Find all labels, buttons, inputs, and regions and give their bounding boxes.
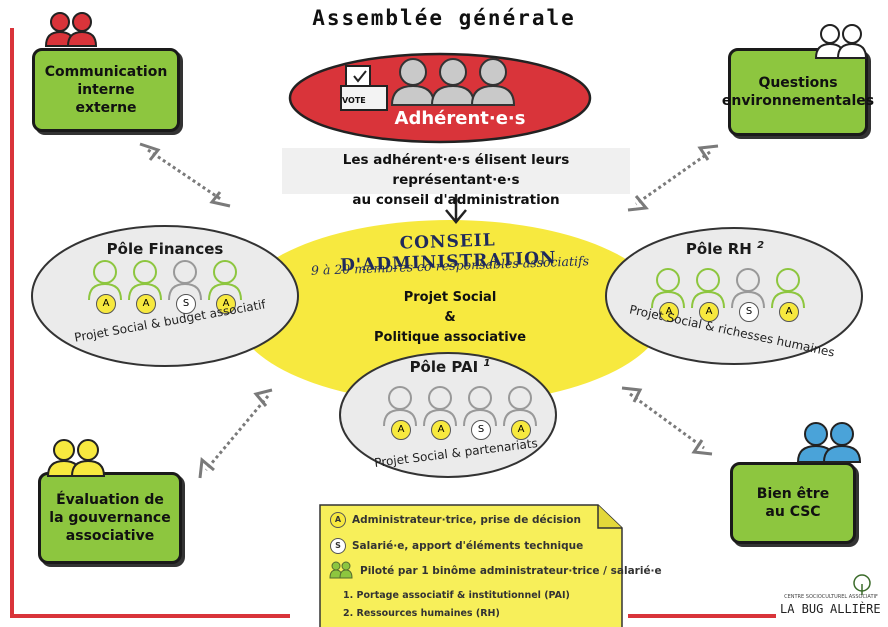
center-line-2: & [444,310,456,325]
bienetre-box: Bien être au CSC [730,462,856,544]
pai-badges: A A S A [391,420,551,442]
down-arrow [445,192,467,224]
questions-box: Questions environnementales [722,48,874,136]
admin-badge-icon: A [391,420,411,440]
communication-line-3: externe [75,100,137,116]
legend-note-2: 2. Ressources humaines (RH) [343,608,500,619]
tree-icon [853,574,871,595]
pole-pai-superscript: 1 [483,358,491,369]
legend-binome-text: Piloté par 1 binôme administrateur·trice… [360,565,662,577]
page-title: Assemblée générale [312,6,576,30]
frame-left-line [10,28,14,618]
blue-people-icon [796,422,862,463]
legend-binome: Piloté par 1 binôme administrateur·trice… [360,565,662,577]
questions-line-2: environnementales [721,93,875,109]
logo-top-text: CENTRE SOCIOCULTUREL ASSOCIATIF [784,594,878,600]
evaluation-line-1: Évaluation de [56,492,164,508]
conseil-ellipse [235,220,665,404]
pole-pai-title-text: Pôle PAI [409,358,479,376]
vote-label: VOTE [342,96,366,105]
yellow-people-icon [46,439,106,477]
admin-badge-icon: A [136,294,156,314]
salarie-badge-icon: S [739,302,759,322]
election-line-1: Les adhérent·e·s élisent leurs représent… [342,152,570,188]
admin-badge-icon: A [699,302,719,322]
adherents-label: Adhérent·e·s [394,108,526,129]
evaluation-line-2: la gouvernance [49,510,171,526]
frame-bottom-line-right [628,614,776,618]
admin-badge-icon: A [431,420,451,440]
pole-finances-ellipse [31,225,299,367]
communication-line-1: Communication [44,64,168,80]
pole-pai-ellipse [339,352,557,478]
dashed-arrows [139,142,719,479]
communication-line-2: interne [77,82,135,98]
pai-people-icon [383,386,537,427]
legend-note [319,504,623,627]
rh-badges: A A S A [659,302,819,324]
salarie-badge-icon: S [330,538,346,554]
finances-badges: A A S A [96,294,256,316]
election-line-2: au conseil d'administration [352,192,560,208]
legend-admin: A Administrateur·trice, prise de décisio… [330,512,581,528]
pole-finances-title: Pôle Finances [106,240,224,258]
pole-rh-title-text: Pôle RH [685,240,752,258]
pole-rh-title: Pôle RH 2 [680,240,770,258]
logo: CENTRE SOCIOCULTUREL ASSOCIATIF LA BUG A… [778,574,884,622]
communication-box: Communication interne externe [32,48,180,132]
election-text: Les adhérent·e·s élisent leurs représent… [282,148,630,208]
legend-salarie-text: Salarié·e, apport d'éléments technique [352,540,584,552]
admin-badge-icon: A [659,302,679,322]
pole-rh-ellipse [605,227,863,365]
admin-badge-icon: A [511,420,531,440]
admin-badge-icon: A [779,302,799,322]
center-line-3: Politique associative [373,330,527,345]
legend-note-1: 1. Portage associatif & institutionnel (… [343,590,570,601]
salarie-badge-icon: S [471,420,491,440]
evaluation-line-3: associative [65,528,155,544]
frame-bottom-line [10,614,290,618]
bienetre-line-2: au CSC [765,504,821,520]
center-line-1: Projet Social [403,290,497,305]
legend-binome-icon [329,561,353,579]
salarie-badge-icon: S [176,294,196,314]
logo-right-text: ALLIÈRE [830,602,881,616]
admin-badge-icon: A [96,294,116,314]
pole-pai-title: Pôle PAI 1 [400,358,500,376]
ballot-box-icon [340,65,388,111]
red-people-icon [44,12,98,47]
bienetre-line-1: Bien être [756,486,830,502]
finances-people-icon [88,260,242,301]
white-people-icon [814,24,868,59]
legend-admin-text: Administrateur·trice, prise de décision [352,514,581,526]
rh-people-icon [651,268,805,309]
admin-badge-icon: A [330,512,346,528]
pole-rh-superscript: 2 [757,240,765,251]
legend-salarie: S Salarié·e, apport d'éléments technique [330,538,583,554]
questions-line-1: Questions [758,75,838,91]
logo-left-text: LA BUG [780,602,824,616]
evaluation-box: Évaluation de la gouvernance associative [38,472,182,564]
admin-badge-icon: A [216,294,236,314]
adherents-people-icon [390,58,516,106]
conseil-center-text: Projet Social & Politique associative [370,288,530,348]
